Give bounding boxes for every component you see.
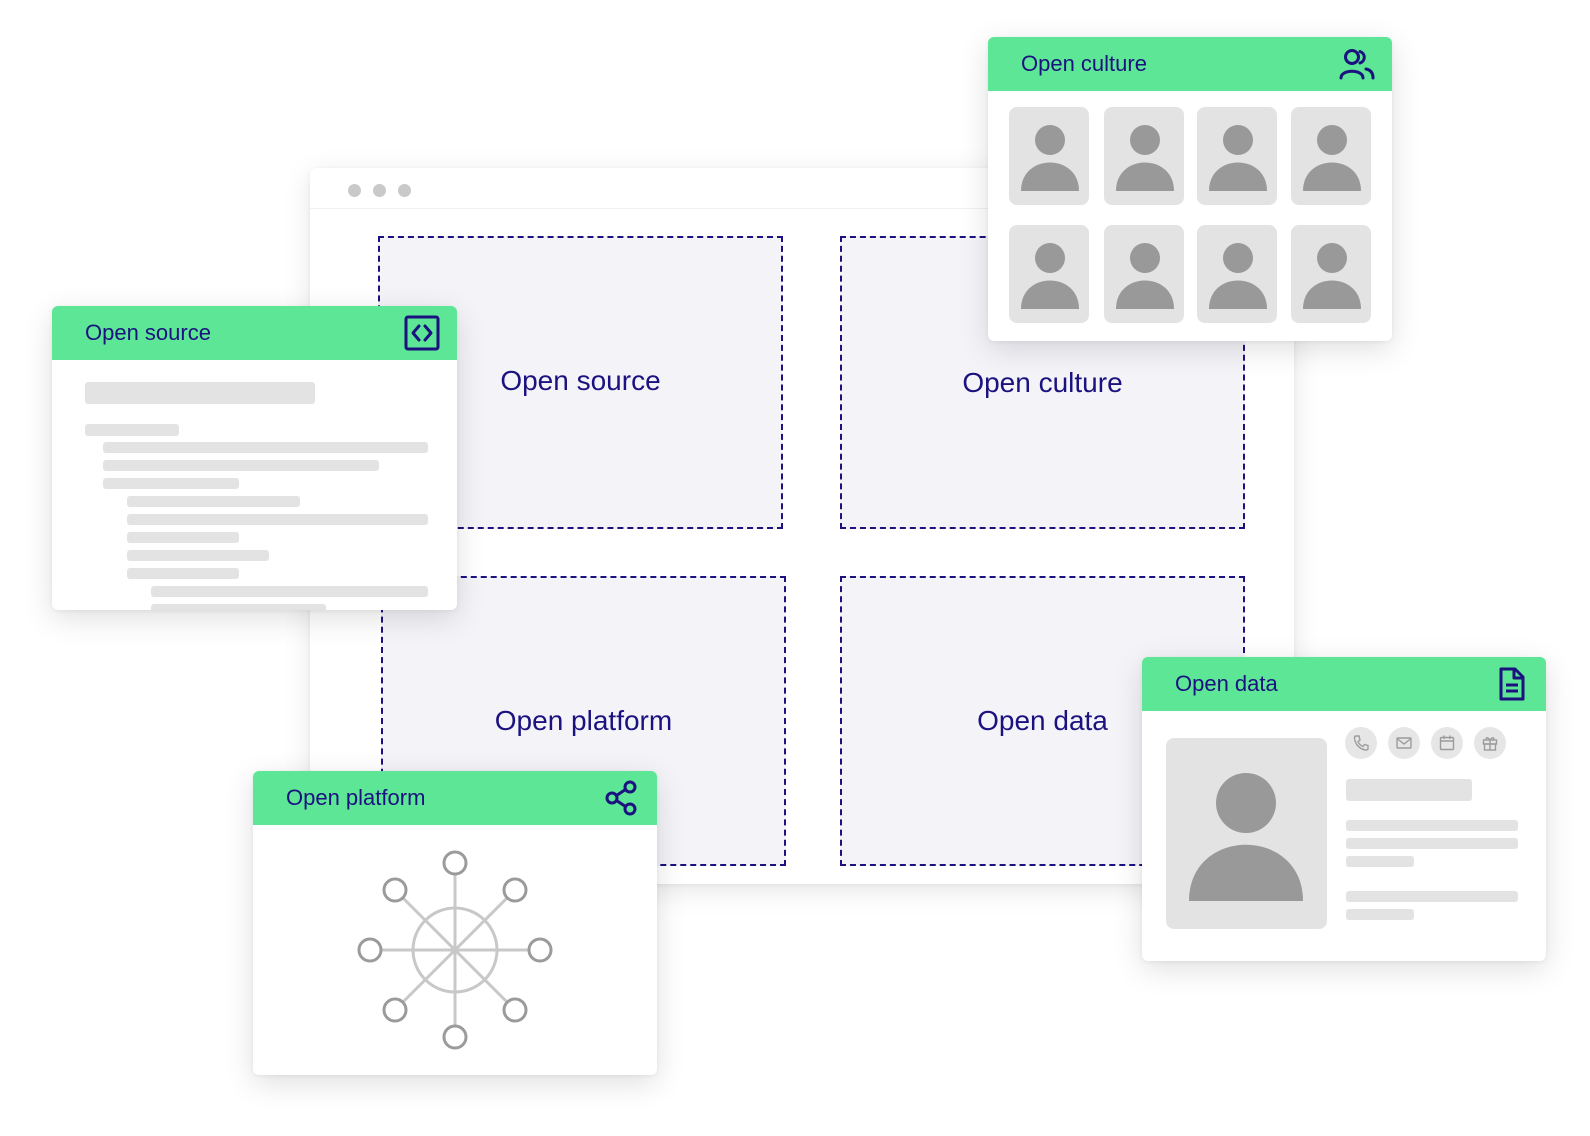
person-tile[interactable] — [1009, 107, 1089, 205]
person-tile[interactable] — [1104, 107, 1184, 205]
code-line — [127, 496, 300, 507]
code-line — [103, 478, 239, 489]
person-tile[interactable] — [1197, 225, 1277, 323]
person-icon — [1021, 125, 1079, 191]
zone-label: Open data — [977, 705, 1108, 736]
detail-line — [1346, 838, 1518, 849]
window-dot[interactable] — [398, 184, 411, 197]
detail-line — [1346, 909, 1414, 920]
title-placeholder — [85, 382, 315, 404]
code-icon[interactable] — [403, 314, 441, 352]
person-icon — [1209, 125, 1267, 191]
person-tile[interactable] — [1009, 225, 1089, 323]
zone-label: Open source — [500, 364, 661, 396]
open-culture-card[interactable]: Open culture — [988, 37, 1392, 341]
code-line — [151, 586, 428, 597]
code-line — [103, 460, 379, 471]
detail-line — [1346, 856, 1414, 867]
person-tile[interactable] — [1291, 225, 1371, 323]
calendar-icon[interactable] — [1431, 727, 1463, 759]
code-line — [127, 532, 239, 543]
detail-line — [1346, 891, 1518, 902]
person-icon — [1116, 125, 1174, 191]
network-diagram-icon — [357, 850, 553, 1050]
person-tile[interactable] — [1104, 225, 1184, 323]
card-header: Open culture — [988, 37, 1392, 91]
person-icon — [1189, 773, 1303, 901]
person-tile[interactable] — [1197, 107, 1277, 205]
card-title: Open platform — [286, 785, 426, 810]
person-icon — [1303, 243, 1361, 309]
window-dot[interactable] — [373, 184, 386, 197]
share-icon[interactable] — [603, 779, 641, 817]
browser-title-bar — [310, 168, 1294, 209]
open-platform-card[interactable]: Open platform — [253, 771, 657, 1075]
document-icon[interactable] — [1492, 665, 1530, 703]
open-source-card[interactable]: Open source — [52, 306, 457, 610]
card-title: Open source — [85, 320, 211, 345]
zone-label: Open culture — [962, 366, 1123, 398]
code-line — [127, 514, 428, 525]
detail-line — [1346, 820, 1518, 831]
card-header: Open platform — [253, 771, 657, 825]
zone-label: Open platform — [494, 705, 673, 736]
code-line — [127, 568, 239, 579]
person-icon — [1021, 243, 1079, 309]
mail-icon[interactable] — [1388, 727, 1420, 759]
card-title: Open data — [1175, 671, 1278, 696]
person-icon — [1209, 243, 1267, 309]
profile-photo — [1166, 738, 1327, 929]
person-icon — [1116, 243, 1174, 309]
person-tile[interactable] — [1291, 107, 1371, 205]
gift-icon[interactable] — [1474, 727, 1506, 759]
code-line — [151, 604, 326, 610]
phone-icon[interactable] — [1345, 727, 1377, 759]
window-dot[interactable] — [348, 184, 361, 197]
code-line — [127, 550, 269, 561]
card-title: Open culture — [1021, 51, 1147, 76]
code-line — [85, 424, 179, 436]
card-header: Open data — [1142, 657, 1546, 711]
open-data-card[interactable]: Open data — [1142, 657, 1546, 961]
users-icon[interactable] — [1338, 45, 1376, 83]
name-placeholder — [1346, 779, 1472, 801]
person-icon — [1303, 125, 1361, 191]
card-header: Open source — [52, 306, 457, 360]
code-line — [103, 442, 428, 453]
